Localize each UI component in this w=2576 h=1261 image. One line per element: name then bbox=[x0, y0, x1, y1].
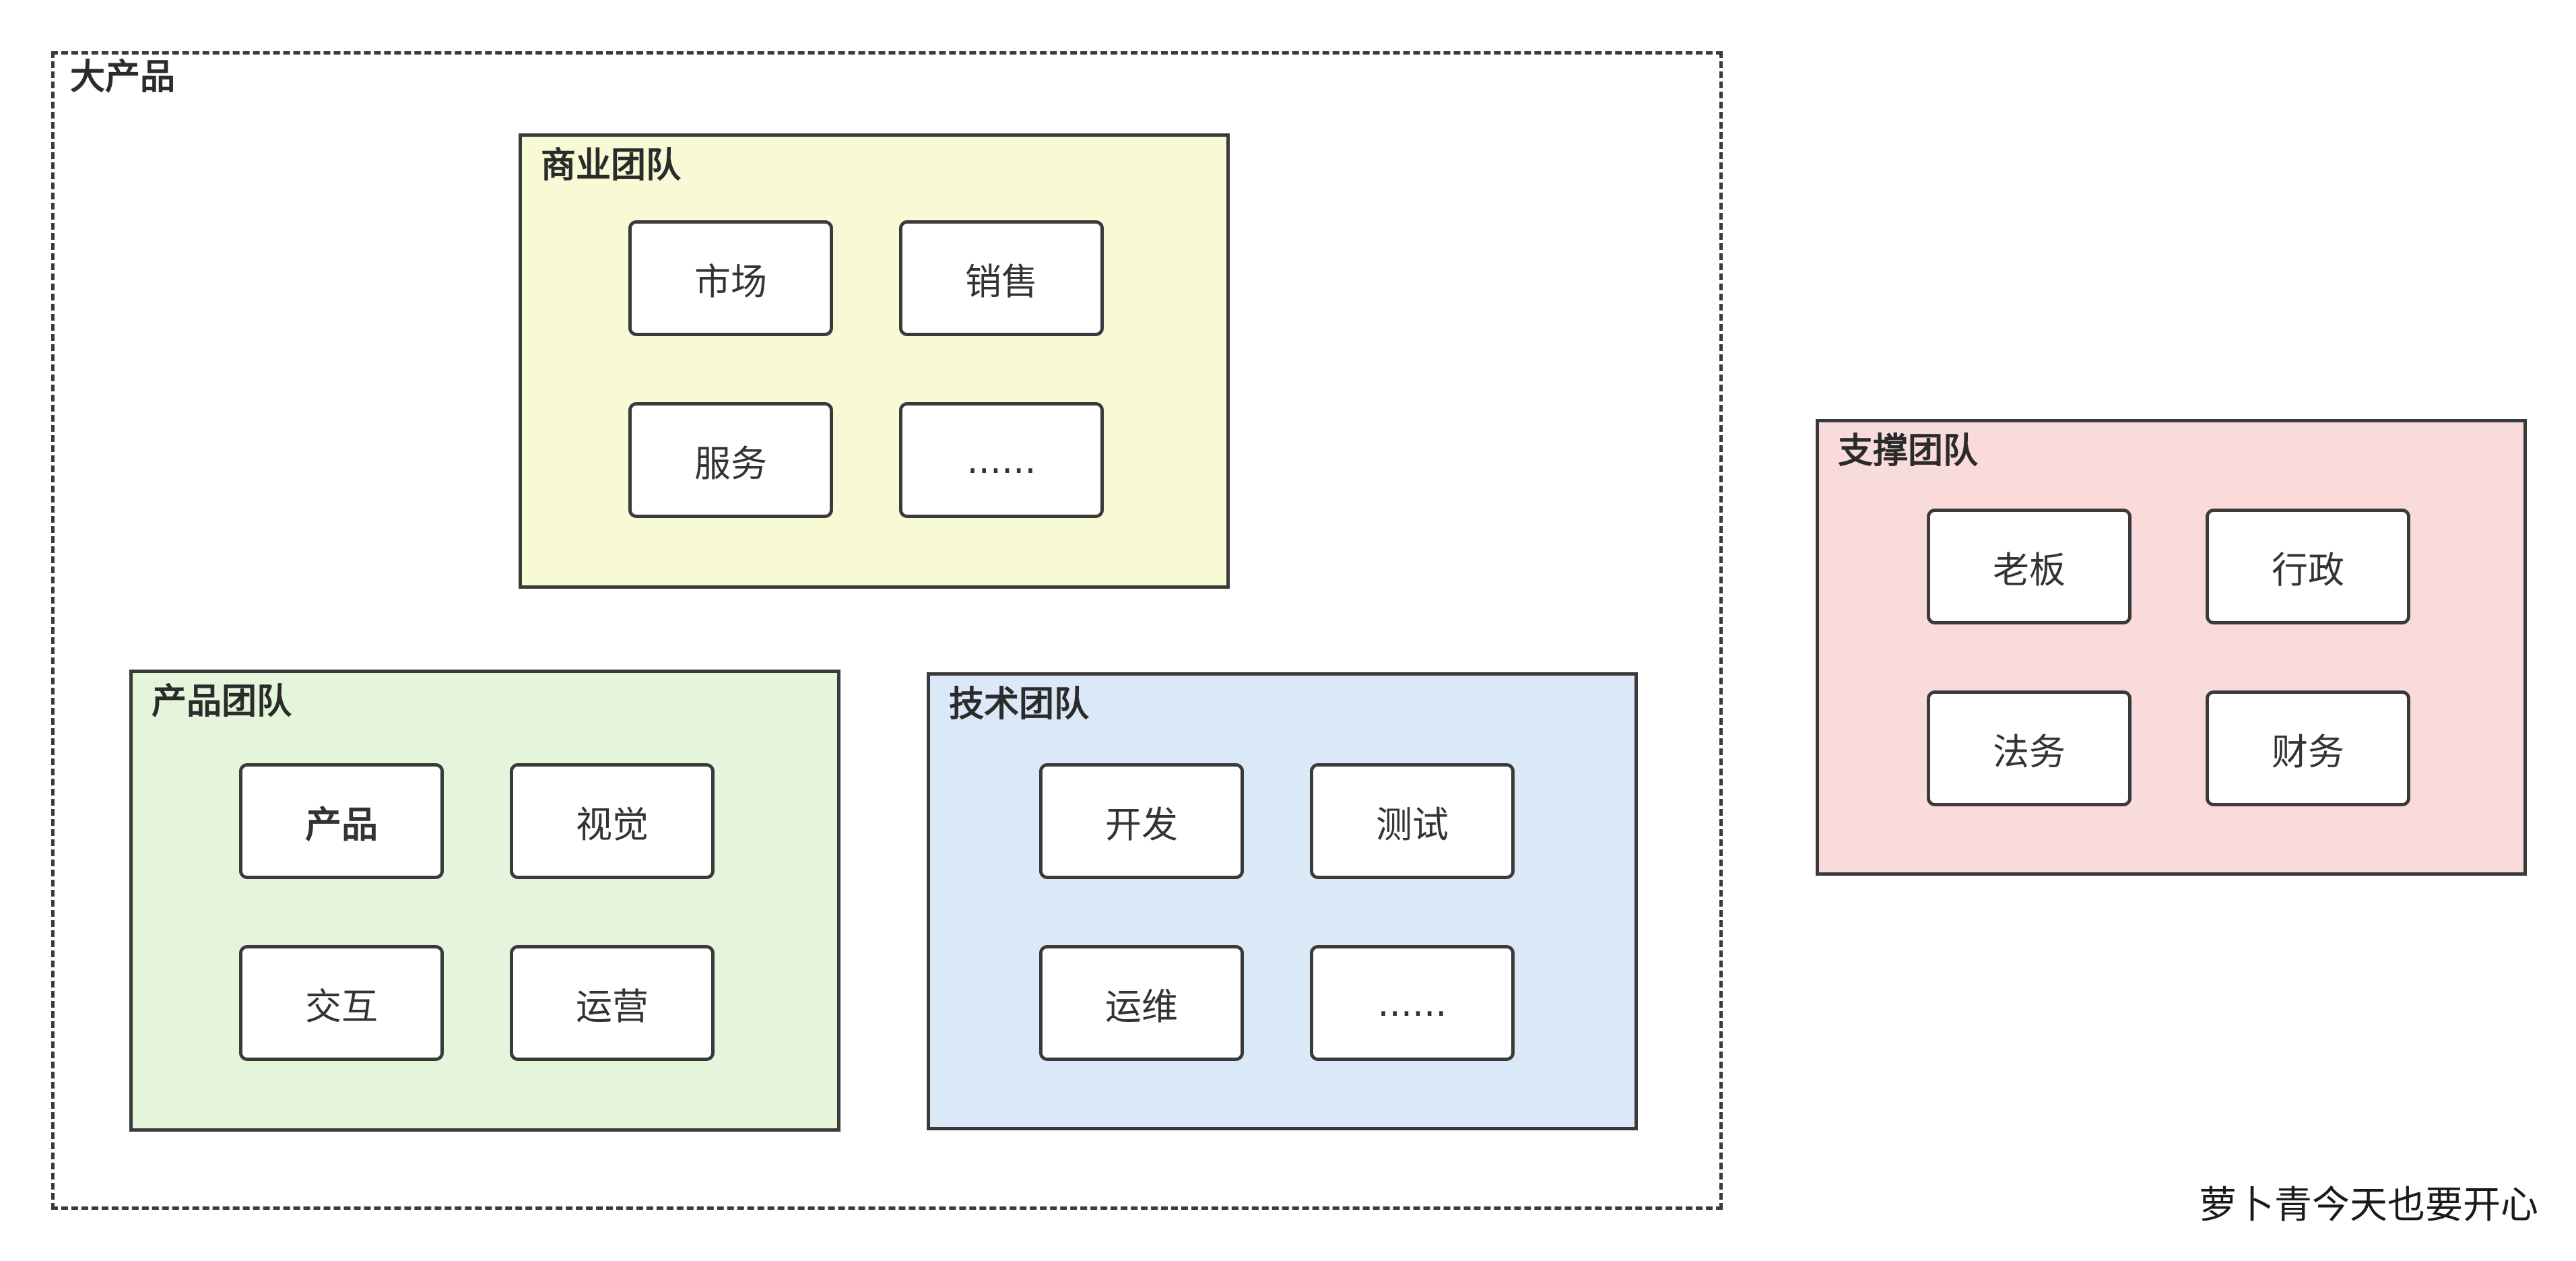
business-team-group: 商业团队 市场 销售 服务 ...... bbox=[519, 133, 1230, 589]
business-team-title: 商业团队 bbox=[541, 146, 682, 186]
tech-item-more: ...... bbox=[1310, 945, 1515, 1061]
big-product-boundary bbox=[51, 51, 1723, 1210]
product-item-interaction: 交互 bbox=[239, 945, 444, 1061]
tech-item-development: 开发 bbox=[1039, 763, 1244, 879]
business-item-sales: 销售 bbox=[899, 220, 1104, 336]
tech-item-ops: 运维 bbox=[1039, 945, 1244, 1061]
product-team-title: 产品团队 bbox=[152, 682, 292, 722]
tech-item-testing: 测试 bbox=[1310, 763, 1515, 879]
product-item-operations: 运营 bbox=[510, 945, 715, 1061]
product-team-group: 产品团队 产品 视觉 交互 运营 bbox=[129, 670, 840, 1132]
support-item-boss: 老板 bbox=[1927, 509, 2132, 624]
support-team-group: 支撑团队 老板 行政 法务 财务 bbox=[1816, 419, 2527, 876]
business-item-more: ...... bbox=[899, 402, 1104, 518]
tech-team-group: 技术团队 开发 测试 运维 ...... bbox=[927, 672, 1638, 1130]
product-item-visual: 视觉 bbox=[510, 763, 715, 879]
product-item-product: 产品 bbox=[239, 763, 444, 879]
author-caption: 萝卜青今天也要开心 bbox=[2199, 1184, 2538, 1227]
business-item-service: 服务 bbox=[628, 402, 833, 518]
support-team-title: 支撑团队 bbox=[1838, 431, 1979, 472]
tech-team-title: 技术团队 bbox=[949, 684, 1090, 725]
support-item-finance: 财务 bbox=[2206, 690, 2410, 806]
support-item-admin: 行政 bbox=[2206, 509, 2410, 624]
big-product-title: 大产品 bbox=[70, 57, 176, 98]
business-item-market: 市场 bbox=[628, 220, 833, 336]
support-item-legal: 法务 bbox=[1927, 690, 2132, 806]
